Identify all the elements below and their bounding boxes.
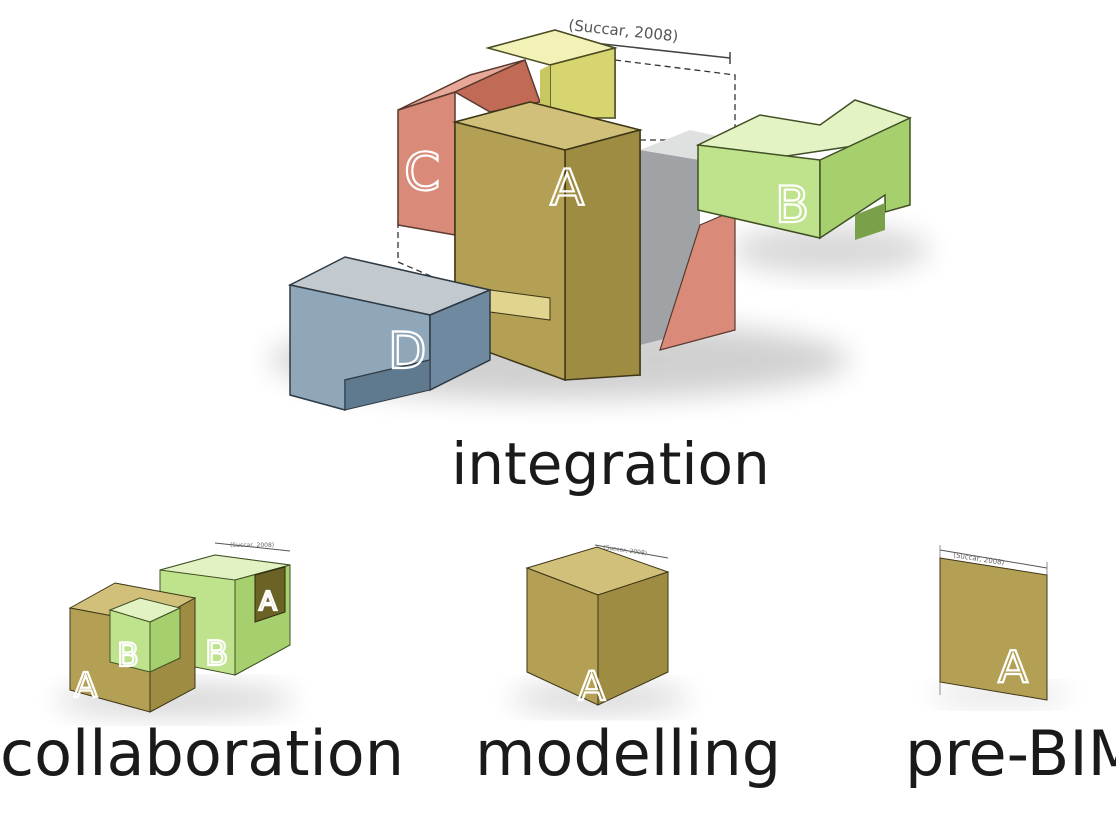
collab-letter-a: A [74,666,97,706]
block-d: D [287,256,493,411]
pre-bim-model: (Succar, 2008) A [930,545,1070,705]
collab-letter-a-small: A [259,587,277,617]
block-c: C [397,58,541,236]
collaboration-model: (Succar, 2008) A B B A [55,542,295,716]
collab-letter-b-left: B [117,636,139,674]
block-a-letter: A [550,159,584,217]
collab-letter-b-right: B [205,634,228,674]
block-yellow [485,29,618,120]
modelling-letter-a: A [578,664,606,710]
citation-collab: (Succar, 2008) [230,542,274,549]
stage-label-pre-bim: pre-BIM [905,717,1116,790]
modelling-model: (Succar, 2008) A [510,544,690,712]
integration-model: (Succar, 2008) C [270,16,930,411]
stage-label-integration: integration [451,430,770,498]
block-b-letter: B [775,176,809,234]
block-c-letter: C [404,143,440,203]
stage-label-collaboration: collaboration [0,717,404,790]
block-d-letter: D [388,322,427,380]
stage-label-modelling: modelling [475,717,782,790]
block-b: B [695,99,912,240]
prebim-letter-a: A [998,642,1028,693]
